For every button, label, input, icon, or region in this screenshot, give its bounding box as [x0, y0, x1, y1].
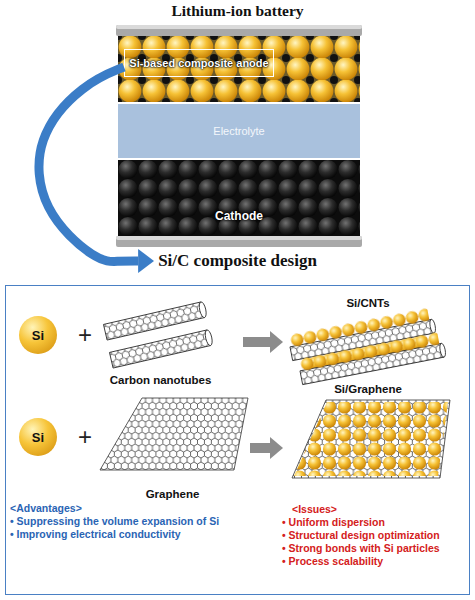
bullet-item: • Process scalability: [282, 555, 383, 567]
section-heading: <Advantages>: [10, 502, 82, 514]
process-arrow: [243, 337, 270, 347]
anode-layer: [118, 36, 360, 102]
battery-stack: [116, 25, 362, 247]
plus-sign: +: [74, 425, 96, 449]
material-caption: Si/Graphene: [334, 383, 402, 395]
si-particle: Si: [19, 316, 57, 354]
graphene-sheet: [100, 398, 248, 470]
cathode-band: Cathode: [118, 160, 360, 236]
si-graphene-illustration: Si/Graphene: [283, 380, 453, 484]
material-caption: Si/CNTs: [346, 297, 389, 309]
si-sphere-grid: [290, 398, 452, 480]
cnt-illustration: Carbon nanotubes: [98, 296, 243, 388]
cathode-layer: [118, 160, 360, 236]
tube-end: [439, 343, 447, 358]
layer-label: Si-based composite anode: [129, 57, 268, 69]
tube-end: [429, 319, 437, 334]
si-graphene-composite: [290, 398, 452, 480]
particle-label: Si: [32, 328, 44, 343]
tube-end: [198, 301, 207, 318]
si-sphere-row: [300, 332, 440, 371]
bullet-item: • Structural design optimization: [282, 529, 440, 541]
si-particle: Si: [19, 418, 57, 456]
sheet: [100, 398, 248, 470]
tube-body: [109, 330, 210, 368]
current-collector: [116, 236, 362, 240]
sheet: [100, 398, 248, 470]
layer-label: Cathode: [215, 209, 263, 223]
bullet-item: • Strong bonds with Si particles: [282, 542, 440, 554]
si-cnt-illustration: Si/CNTs: [283, 294, 453, 378]
diagram-title: Lithium-ion battery: [0, 2, 475, 20]
material-caption: Carbon nanotubes: [110, 374, 212, 386]
plus-sign: +: [74, 323, 96, 347]
anode-box: Si-based composite anode: [124, 49, 274, 77]
layer-label: Electrolyte: [213, 125, 264, 137]
panel-heading: Si/C composite design: [158, 251, 317, 271]
process-arrow: [250, 443, 270, 453]
current-collector: [116, 236, 362, 247]
tube-body: [109, 330, 210, 368]
carbon-nanotube: [109, 329, 213, 368]
si-cnt-composite: [298, 331, 447, 384]
material-caption: Graphene: [146, 488, 200, 500]
graphene-illustration: Graphene: [95, 394, 250, 502]
flow-arrow: [39, 67, 138, 262]
section-heading: <Issues>: [292, 503, 337, 515]
electrolyte-band: Electrolyte: [118, 104, 360, 158]
tube-end: [204, 329, 213, 346]
particle-label: Si: [32, 430, 44, 445]
current-collector: [116, 25, 362, 29]
bullet-item: • Improving electrical conductivity: [10, 528, 181, 540]
current-collector: [116, 25, 362, 36]
bullet-item: • Suppressing the volume expansion of Si: [10, 515, 219, 527]
bullet-item: • Uniform dispersion: [282, 516, 385, 528]
